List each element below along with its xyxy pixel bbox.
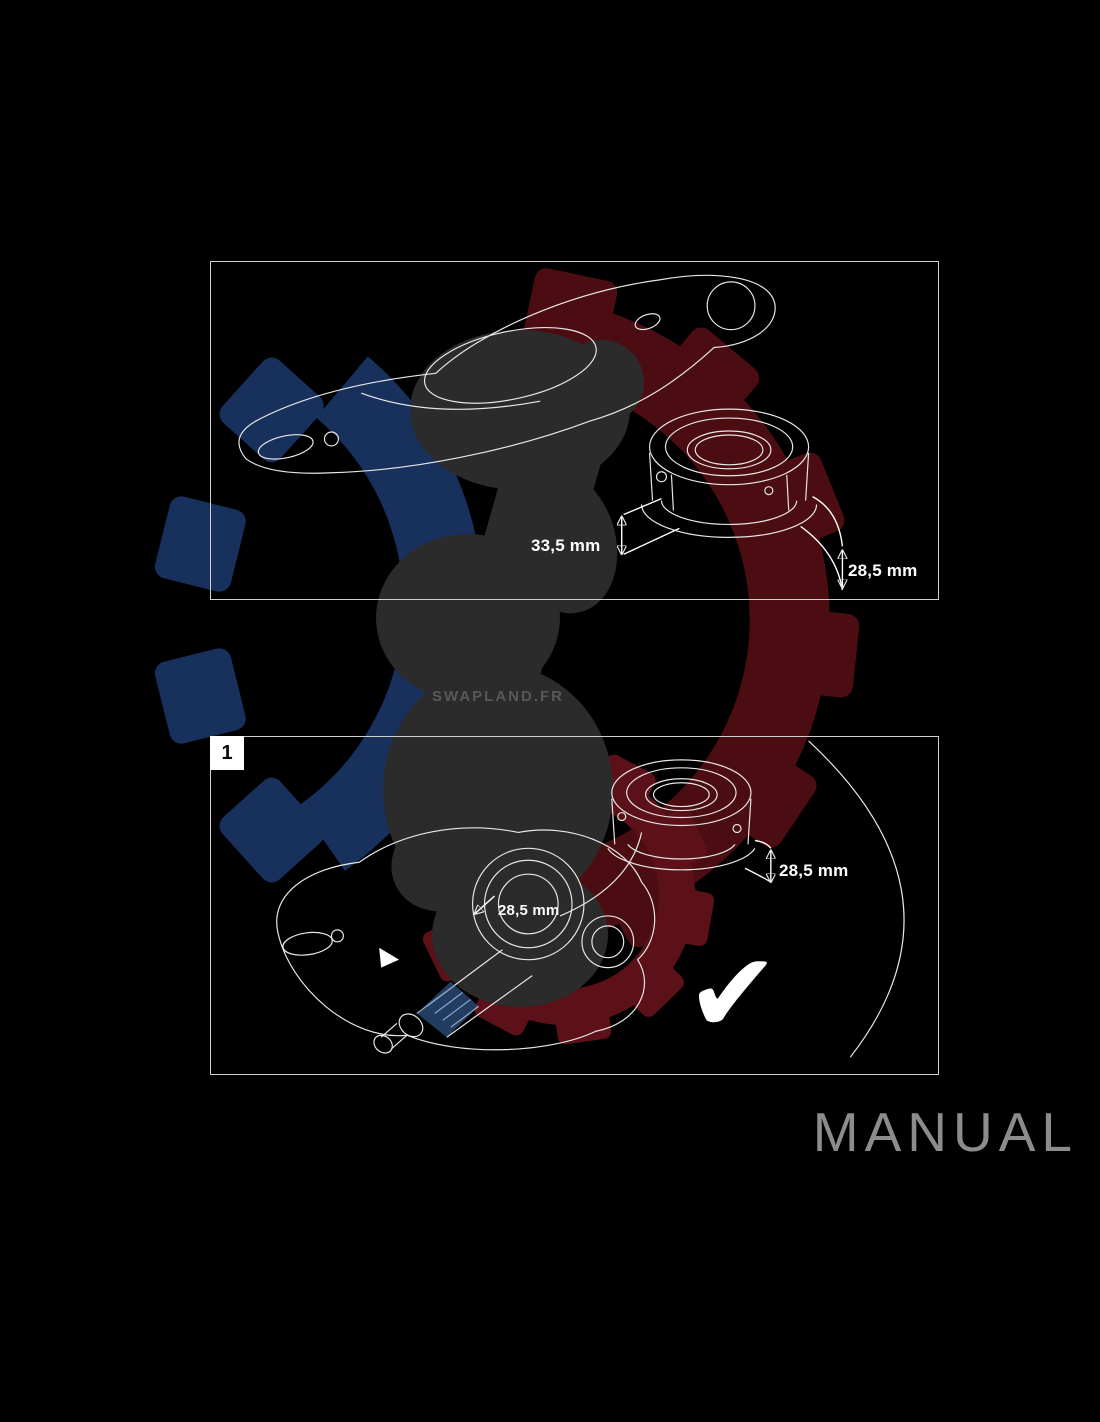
dim-arrow-axle [475, 895, 495, 914]
leader-arc [559, 832, 643, 917]
checkmark-icon: ✔ [686, 929, 780, 1059]
lock-nut-drawing-top [641, 408, 818, 538]
dim-label-28-5mm-nut: 28,5 mm [779, 861, 849, 880]
gear-blue-teeth [154, 357, 324, 883]
step-badge: 1 [210, 736, 244, 770]
dim-label-28-5mm-axle: 28,5 mm [498, 902, 560, 919]
dim-arrow-left [622, 497, 680, 555]
watermark-text: SWAPLAND.FR [432, 688, 564, 705]
top-panel-drawing [238, 274, 938, 591]
dim-label-28-5mm-top: 28,5 mm [848, 561, 918, 580]
diagram-panel-bottom [210, 736, 939, 1075]
mascot-logo [376, 330, 644, 1007]
crank-arm-drawing [238, 274, 776, 474]
dim-label-33-5mm: 33,5 mm [531, 536, 601, 555]
manual-label: MANUAL [812, 1101, 1078, 1163]
axle-highlight [416, 981, 479, 1038]
bottom-panel-drawing [276, 740, 905, 1058]
dim-arrow-right [800, 495, 843, 591]
gearbox-drawing [276, 827, 656, 1054]
axle-pointer [379, 947, 400, 968]
dim-arrow-nut [744, 839, 771, 882]
lock-nut-drawing-bottom [607, 759, 756, 871]
sweep-arc [808, 740, 905, 1058]
diagram-panel-top [210, 261, 939, 600]
